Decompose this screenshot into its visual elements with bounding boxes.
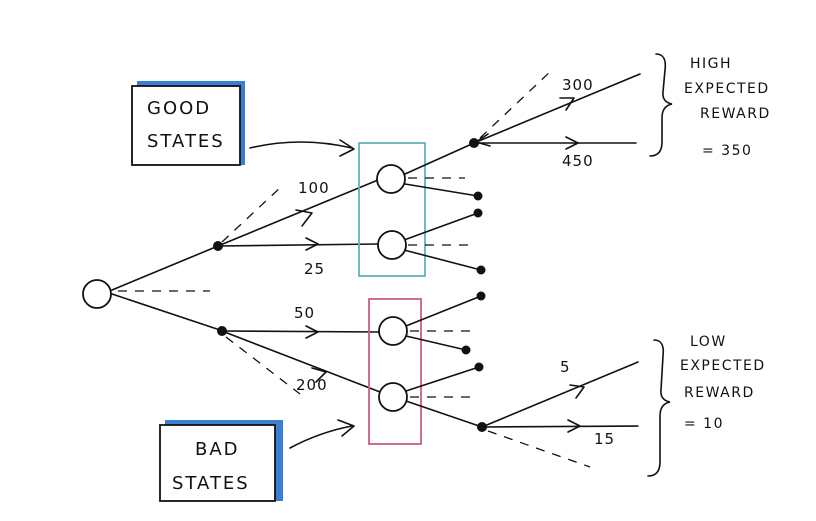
edge-s2-up [403, 212, 479, 241]
edge-root-lower [111, 293, 221, 331]
good-states-box: GOOD STATES [131, 81, 245, 166]
edge-s1-down [404, 183, 479, 197]
edge-label-200: 200 [296, 376, 328, 394]
top-expansion [469, 53, 673, 157]
arrow-100 [295, 209, 313, 227]
root-branches [111, 245, 221, 331]
state-node-3 [378, 316, 408, 346]
bad-pointer-line [289, 425, 353, 449]
low-line3: REWARD [684, 385, 755, 401]
edge-label-15: 15 [594, 430, 615, 448]
arrow-25 [305, 237, 319, 251]
edge-label-5: 5 [560, 358, 571, 376]
dashed-top [479, 69, 553, 139]
bad-box-frame [159, 424, 276, 502]
edge-s3-down [405, 335, 467, 351]
low-reward-note: LOW EXPECTED REWARD = 10 [680, 334, 766, 432]
edge-label-300: 300 [562, 76, 594, 94]
good-box-line2: STATES [147, 131, 225, 152]
leaf-dot [473, 191, 483, 201]
bottom-expansion [477, 339, 671, 477]
lower-branches [217, 325, 381, 395]
bad-box-line1: BAD [195, 439, 240, 460]
bad-states-highlight [368, 298, 422, 445]
good-states-highlight [358, 142, 426, 277]
edge-25 [217, 243, 379, 247]
state-node-1 [376, 164, 406, 194]
bad-pointer-arrowhead [337, 419, 355, 437]
edge-s4-up [405, 366, 480, 392]
edge-100 [217, 179, 379, 247]
bad-box-line2: STATES [172, 473, 250, 494]
edge-label-100: 100 [298, 179, 330, 197]
edge-s1-up [404, 142, 475, 175]
edge-5 [481, 361, 639, 428]
chance-node-top [469, 138, 479, 148]
leaf-dot [476, 291, 486, 301]
edge-200 [221, 330, 381, 393]
good-pointer-line [249, 141, 353, 149]
state-node-4 [378, 382, 408, 412]
high-line3: REWARD [700, 106, 771, 122]
high-line1: HIGH [690, 56, 732, 72]
arrow-5 [569, 384, 585, 399]
brace-high [649, 53, 673, 157]
leaf-dot [476, 265, 486, 275]
edge-300 [473, 73, 641, 144]
dashed-upper [221, 185, 283, 243]
high-line4: = 350 [702, 143, 752, 159]
edge-label-450: 450 [562, 152, 594, 170]
arrow-300 [559, 97, 575, 111]
arrow-200 [311, 367, 327, 383]
low-line2: EXPECTED [680, 358, 766, 374]
low-line4: = 10 [684, 416, 724, 432]
edge-s3-up [405, 295, 482, 327]
edge-s2-down [403, 249, 482, 271]
root-node [82, 279, 112, 309]
edge-50 [221, 330, 381, 333]
good-box-frame [131, 85, 241, 166]
low-line1: LOW [690, 334, 727, 350]
state-node-2 [377, 230, 407, 260]
state-branches [403, 142, 486, 428]
leaf-dot [473, 208, 483, 218]
edge-root-upper [111, 245, 219, 291]
upper-branches [213, 179, 379, 251]
good-box-line1: GOOD [147, 98, 211, 119]
edge-15 [481, 425, 639, 428]
edge-label-25: 25 [304, 260, 325, 278]
bad-states-box: BAD STATES [159, 420, 283, 502]
dashed-lower [225, 336, 301, 395]
dashed-bottom [487, 430, 591, 468]
edge-s4-down [405, 400, 483, 428]
chance-node-upper [213, 241, 223, 251]
arrow-15 [567, 419, 581, 433]
leaf-dot [461, 345, 471, 355]
brace-low [647, 339, 671, 477]
high-reward-note: HIGH EXPECTED REWARD = 350 [684, 56, 771, 159]
leaf-dot [474, 362, 484, 372]
good-pointer-arrowhead [339, 139, 355, 157]
chance-node-lower [217, 326, 227, 336]
arrow-450 [565, 136, 579, 150]
edge-label-50: 50 [294, 304, 315, 322]
high-line2: EXPECTED [684, 81, 770, 97]
arrow-50 [305, 325, 319, 339]
chance-node-bottom [477, 422, 487, 432]
